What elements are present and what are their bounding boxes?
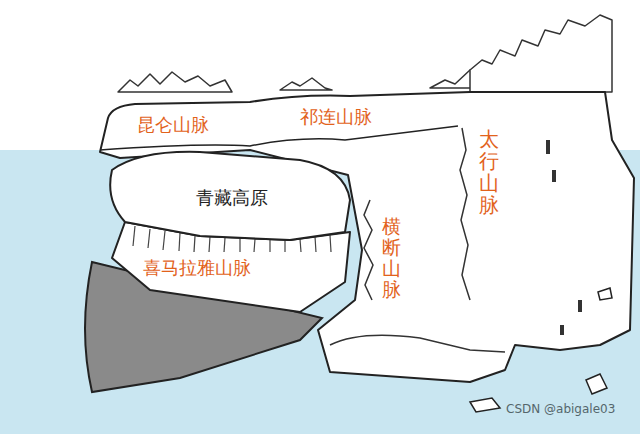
range-label-text: 祁连山脉 [300,105,372,129]
plateau-label: 青藏高原 [196,186,268,210]
range-label: 昆仑山脉 [137,113,209,137]
range-label-text: 昆仑山脉 [137,113,209,137]
taihang-ridge [460,128,470,300]
plateau-block [110,152,350,240]
watermark: CSDN @abigale03 [506,402,615,416]
lower-edge [330,335,505,352]
ice-floats [470,288,612,412]
iceberg-body [100,92,634,382]
range-label: 太行山脉 [479,128,499,216]
hengduan-ridge [364,200,373,300]
plateau-label-text: 青藏高原 [196,186,268,210]
range-label: 祁连山脉 [300,105,372,129]
watermark-text: CSDN @abigale03 [506,402,615,416]
surface-marks [546,140,582,335]
range-label-text: 太行山脉 [479,128,499,216]
range-label: 喜马拉雅山脉 [143,256,251,280]
range-label-text: 横断山脉 [382,216,401,300]
range-label-text: 喜马拉雅山脉 [143,256,251,280]
range-label: 横断山脉 [382,216,401,300]
distant-mountains [118,15,612,92]
